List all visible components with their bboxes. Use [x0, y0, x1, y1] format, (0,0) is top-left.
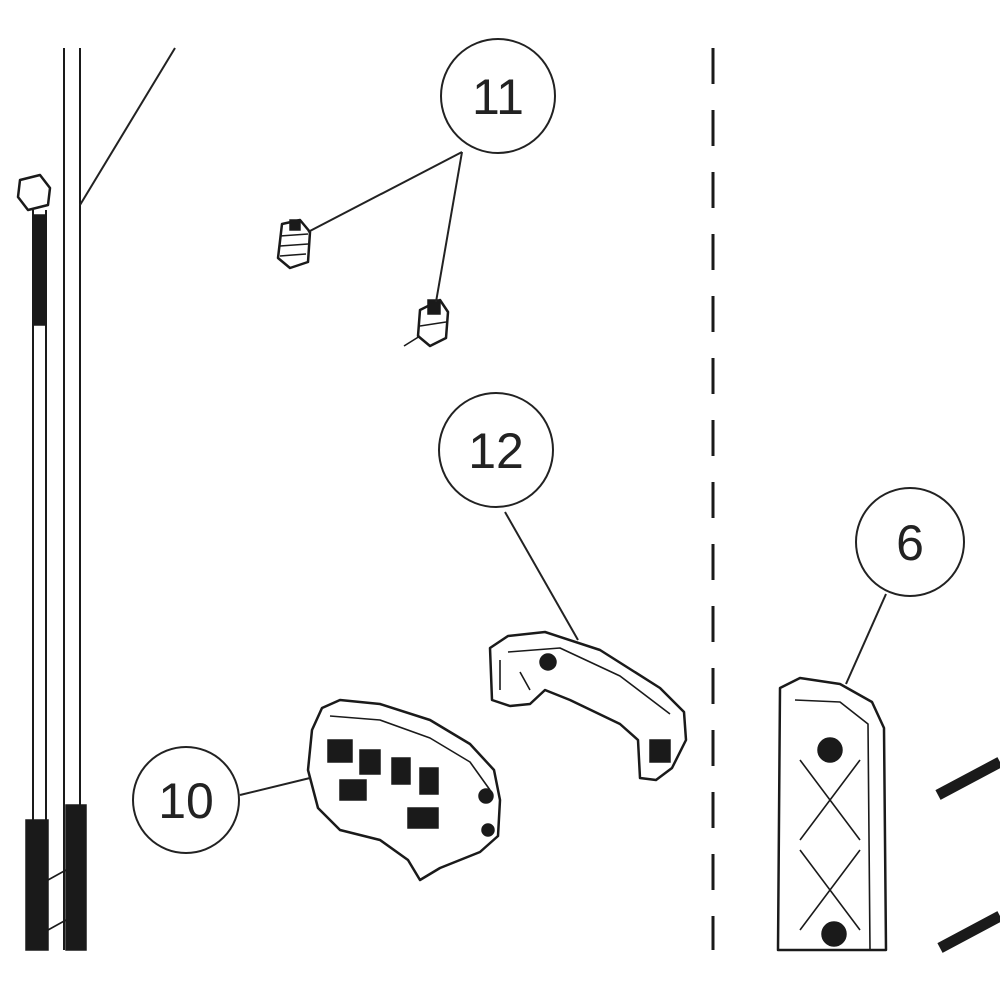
callout-10: 10: [132, 746, 240, 854]
part-10-housing: [239, 698, 502, 882]
part-11-clips: [276, 151, 463, 348]
callout-11-label: 11: [472, 69, 524, 125]
callout-10-label: 10: [158, 773, 214, 829]
callout-6-label: 6: [896, 515, 924, 571]
callout-12: 12: [438, 392, 554, 508]
callout-11: 11: [440, 38, 556, 154]
part-6-panel: [776, 593, 1000, 953]
left-rod-assembly: [16, 47, 176, 951]
part-12-handle: [488, 511, 688, 782]
callout-12-label: 12: [468, 423, 524, 479]
callout-6: 6: [855, 487, 965, 597]
